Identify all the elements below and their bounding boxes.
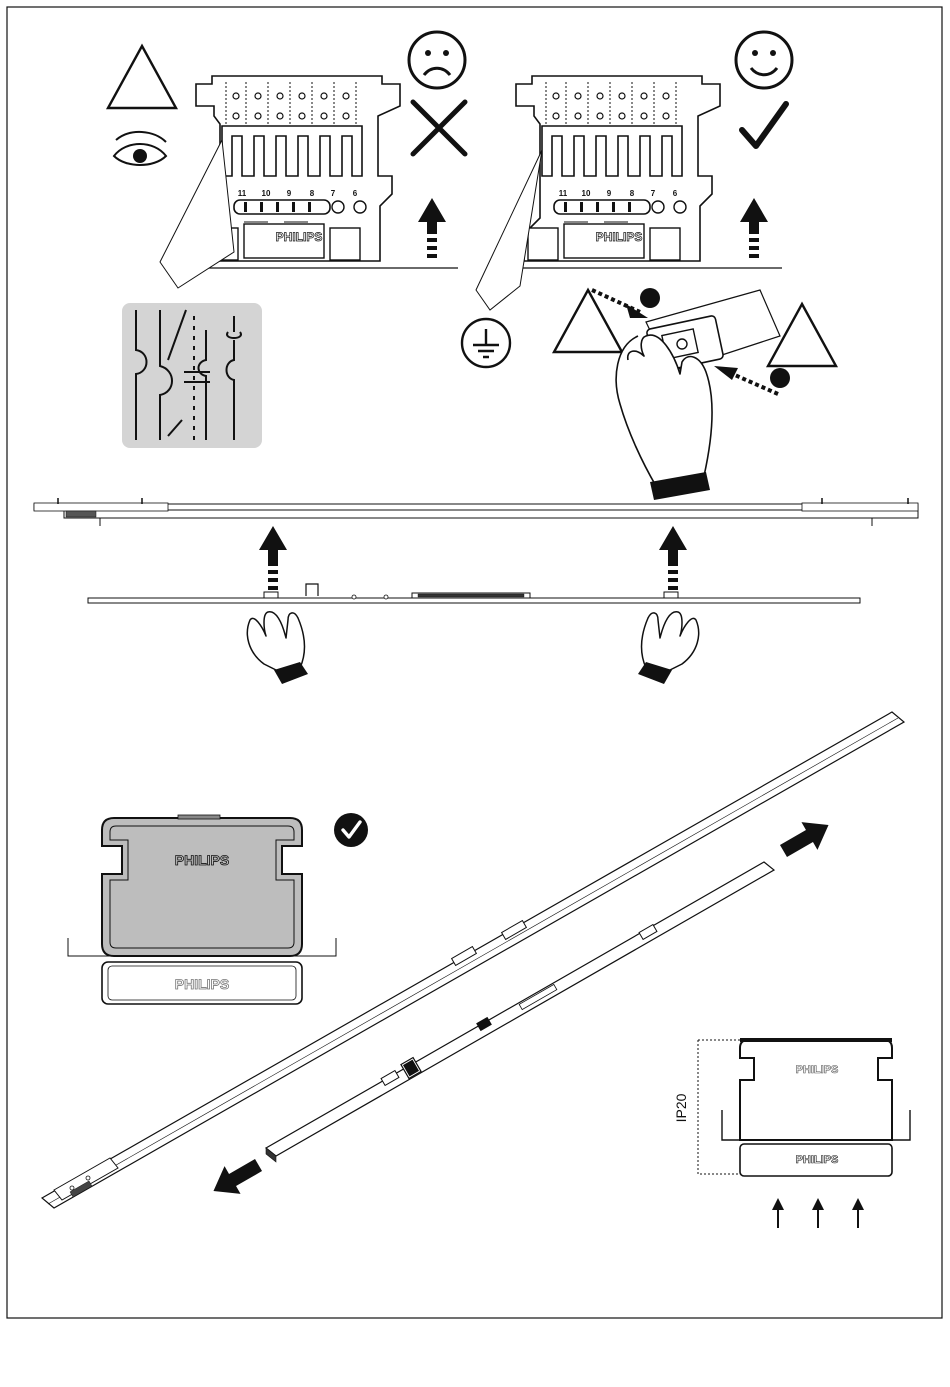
pin-label: 6 <box>353 189 358 198</box>
warning-triangle-icon <box>108 46 176 108</box>
arrow-icon <box>740 198 768 258</box>
wire-guide <box>160 140 234 288</box>
pin-label: 9 <box>607 189 612 198</box>
arrow-icon <box>812 1198 824 1228</box>
pin-label: 11 <box>559 189 568 198</box>
hand-icon <box>616 335 712 500</box>
pin-label: 9 <box>287 189 292 198</box>
hand-icon <box>638 612 699 684</box>
trunking-rail <box>34 498 918 526</box>
pin-label: 10 <box>582 189 591 198</box>
ip20-cover-detail: IP20 PHILIPS PHILIPS <box>673 1038 910 1176</box>
arrow-icon <box>259 526 287 590</box>
philips-logo: PHILIPS <box>175 852 229 868</box>
sad-face-icon <box>409 32 465 88</box>
zoom-detail-panel <box>122 303 262 448</box>
arrow-icon <box>418 198 446 258</box>
end-cap-cover: PHILIPS PHILIPS <box>68 815 336 1004</box>
philips-logo: PHILIPS <box>175 976 229 992</box>
check-circle-icon <box>334 813 368 847</box>
pin-label: 8 <box>630 189 635 198</box>
hand-icon <box>247 612 308 684</box>
philips-logo: PHILIPS <box>596 230 643 244</box>
pin-label: 7 <box>331 189 336 198</box>
arrow-icon <box>775 811 836 865</box>
philips-logo: PHILIPS <box>276 230 323 244</box>
ip-rating-label: IP20 <box>673 1093 689 1122</box>
luminaire-insert <box>88 584 860 603</box>
eye-icon <box>114 132 166 165</box>
arrow-icon <box>772 1198 784 1228</box>
pin-label: 11 <box>238 189 247 198</box>
philips-logo: PHILIPS <box>796 1064 839 1076</box>
arrow-icon <box>205 1151 266 1205</box>
philips-logo: PHILIPS <box>796 1154 839 1166</box>
arrow-icon <box>659 526 687 590</box>
check-icon <box>742 104 786 146</box>
cross-icon <box>413 102 465 154</box>
pin-label: 6 <box>673 189 678 198</box>
ground-symbol-icon <box>462 319 510 367</box>
arrow-icon <box>852 1198 864 1228</box>
pin-label: 10 <box>262 189 271 198</box>
happy-face-icon <box>736 32 792 88</box>
pin-label: 8 <box>310 189 315 198</box>
pin-label: 7 <box>651 189 656 198</box>
